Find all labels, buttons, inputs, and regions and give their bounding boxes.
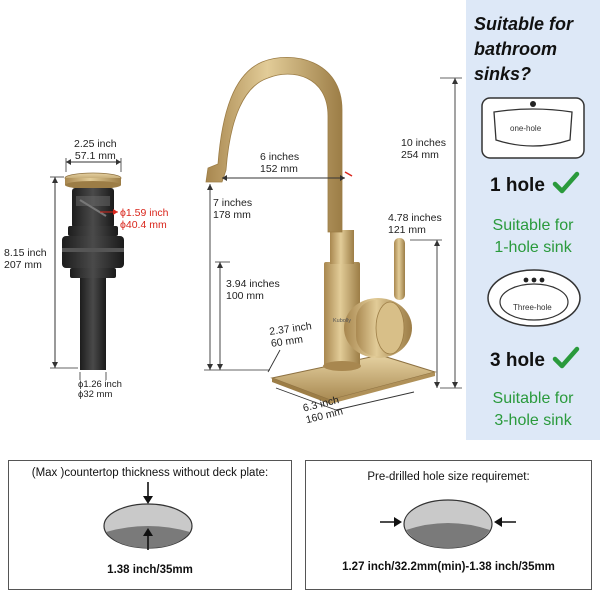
one-hole-suitable: Suitable for 1-hole sink [470, 215, 596, 259]
one-hole-suitable-line2: 1-hole sink [494, 239, 572, 256]
drain-inner-dia-mm: ϕ40.4 mm [120, 219, 167, 231]
one-hole-label: 1 hole [490, 175, 545, 196]
handle-height-in: 4.78 inches [388, 212, 442, 224]
panel-title-line1: Suitable for [474, 14, 574, 34]
countertop-thickness-diagram [103, 482, 193, 550]
faucet-dimension-lines [204, 77, 462, 411]
check-icon [552, 346, 580, 369]
handle-height-label: 4.78 inches 121 mm [388, 212, 442, 236]
countertop-thickness-caption: (Max )countertop thickness without deck … [31, 467, 269, 479]
brand-text: Kubolly [333, 318, 351, 324]
base-height-mm: 100 mm [226, 290, 264, 302]
countertop-thickness-value: 1.38 inch/35mm [107, 564, 193, 576]
drain-height-label: 8.15 inch 207 mm [4, 247, 47, 271]
hole-size-diagram [380, 499, 516, 549]
reach-label: 6 inches 152 mm [260, 151, 299, 175]
three-hole-sink-icon [487, 269, 581, 327]
spout-height-label: 7 inches 178 mm [213, 197, 252, 221]
one-hole-sink-icon [481, 97, 585, 159]
drain-height-in: 8.15 inch [4, 247, 47, 259]
base-height-in: 3.94 inches [226, 278, 280, 290]
sink-compatibility-panel [466, 0, 600, 440]
panel-title: Suitable for bathroom sinks? [474, 12, 598, 87]
drain-top-width-label: 2.25 inch 57.1 mm [74, 138, 117, 162]
total-height-label: 10 inches 254 mm [401, 137, 446, 161]
pop-up-drain [50, 158, 124, 380]
three-hole-suitable-line2: 3-hole sink [494, 412, 572, 429]
one-hole-suitable-line1: Suitable for [492, 217, 574, 234]
product-illustration: Kubolly [50, 57, 462, 411]
drain-bottom-dia-in: ϕ1.26 inch [78, 379, 122, 390]
spout-height-in: 7 inches [213, 197, 253, 209]
panel-title-line2: bathroom sinks? [474, 39, 557, 84]
three-hole-sink-text: Three-hole [513, 303, 552, 312]
handle-height-mm: 121 mm [388, 224, 426, 236]
drain-inner-dia-in: ϕ1.59 inch [120, 207, 169, 219]
reach-in: 6 inches [260, 151, 300, 163]
check-icon [552, 171, 580, 194]
base-height-label: 3.94 inches 100 mm [226, 278, 280, 302]
total-height-in: 10 inches [401, 137, 446, 149]
drain-height-mm: 207 mm [4, 259, 42, 271]
one-hole-sink-text: one-hole [510, 124, 542, 133]
drain-bottom-dia-mm: ϕ32 mm [78, 389, 113, 400]
drain-inner-dia-label: ϕ1.59 inch ϕ40.4 mm [120, 207, 169, 231]
spout-height-mm: 178 mm [213, 209, 251, 221]
total-height-mm: 254 mm [401, 149, 439, 161]
drain-top-width-in: 2.25 inch [74, 138, 117, 150]
hole-size-caption: Pre-drilled hole size requiremet: [367, 471, 530, 483]
reach-mm: 152 mm [260, 163, 298, 175]
three-hole-suitable: Suitable for 3-hole sink [470, 388, 596, 432]
drain-top-width-mm: 57.1 mm [74, 150, 116, 162]
hole-size-value: 1.27 inch/32.2mm(min)-1.38 inch/35mm [342, 561, 555, 573]
three-hole-label: 3 hole [490, 350, 545, 371]
three-hole-suitable-line1: Suitable for [492, 390, 574, 407]
faucet: Kubolly [205, 57, 437, 404]
drain-bottom-dia-label: ϕ1.26 inch ϕ32 mm [78, 380, 122, 400]
